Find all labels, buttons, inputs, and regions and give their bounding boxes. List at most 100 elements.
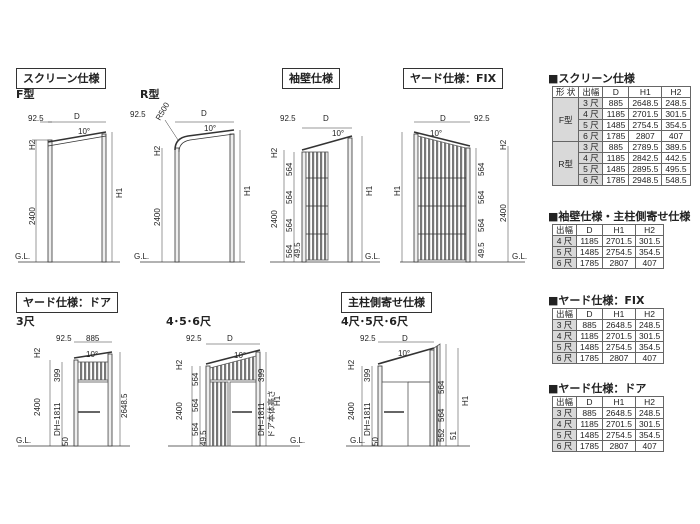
size-cell: 4 尺	[578, 152, 604, 164]
table-cell: 407	[661, 130, 691, 142]
sode-dim-d: D	[323, 114, 329, 123]
r-dim-gl: G.L.	[134, 252, 149, 261]
fix-dim-925: 92.5	[474, 114, 490, 123]
fix-dim-gl: G.L.	[512, 252, 527, 261]
shuchu-dim-51: 51	[449, 431, 458, 440]
sub-label-456: 4･5･6尺	[166, 315, 211, 328]
shuchu-dim-2400: 2400	[347, 402, 356, 420]
th-h2: H2	[634, 224, 665, 236]
sode-dim-495: 49.5	[293, 242, 302, 258]
section-label-screen: スクリーン仕様	[16, 68, 107, 89]
shuchu-dim-552: 552	[437, 428, 446, 442]
fix-dim-495: 49.5	[477, 242, 486, 258]
th-h2: H2	[661, 86, 691, 98]
door3-dim-2400: 2400	[33, 398, 42, 416]
section-label-yard-fix: ヤード仕様：FIX	[403, 68, 504, 89]
elevation-drawings: 92.5 D 10° H2 2400 H1 G.L. 92.5 R500 D 1…	[15, 100, 527, 447]
table-cell: 885	[576, 407, 603, 419]
table-row: F型 3 尺 885 2648.5 248.5	[551, 97, 691, 142]
door456-dim-d: D	[227, 334, 233, 343]
door456-dim-dh: DH=1811	[257, 402, 266, 436]
diagram-door-456	[168, 343, 300, 447]
table-cell: 2895.5	[628, 163, 663, 175]
table-cell: 1785	[576, 352, 603, 364]
size-cell: 6 尺	[578, 130, 604, 142]
table-cell: 2789.5	[628, 141, 663, 153]
sub-label-f: F型	[16, 88, 35, 101]
th-h2: H2	[634, 308, 665, 320]
table-row: 4 尺 1185 2701.5 301.5	[551, 235, 665, 247]
table-cell: 2842.5	[628, 152, 663, 164]
table-title-sode: ■袖壁仕様・主柱側寄せ仕様	[548, 210, 691, 223]
r-dim-h1: H1	[243, 185, 252, 196]
th-h1: H1	[601, 396, 636, 408]
size-cell: 3 尺	[551, 407, 578, 419]
table-cell: 301.5	[634, 418, 665, 430]
type-cell: F型	[551, 97, 580, 142]
table-cell: 248.5	[661, 97, 691, 109]
table-cell: 407	[634, 257, 665, 269]
diagram-door-3shaku	[18, 341, 130, 447]
size-cell: 5 尺	[578, 119, 604, 131]
th-d: D	[576, 308, 603, 320]
sode-dim-564a: 564	[285, 162, 294, 176]
table-cell: 495.5	[661, 163, 691, 175]
table-cell: 1185	[602, 152, 630, 164]
door3-dim-angle: 10°	[86, 350, 98, 359]
door456-dim-h2: H2	[175, 359, 184, 370]
r-dim-925: 92.5	[130, 110, 146, 119]
table-row: 6 尺 1785 2807 407	[553, 130, 691, 142]
table-cell: 1485	[576, 246, 603, 258]
table-cell: 2948.5	[628, 174, 663, 186]
size-cell: 5 尺	[551, 341, 578, 353]
table-cell: 2754.5	[601, 429, 636, 441]
table-row: 5 尺 1485 2895.5 495.5	[553, 163, 691, 175]
door456-dim-925: 92.5	[186, 334, 202, 343]
door3-dim-885: 885	[86, 334, 100, 343]
th-shape: 形 状	[551, 86, 580, 98]
sode-dim-h1: H1	[365, 185, 374, 196]
table-cell: 1785	[602, 174, 630, 186]
size-cell: 6 尺	[578, 174, 604, 186]
r-dim-d: D	[201, 109, 207, 118]
r-dim-angle: 10°	[204, 124, 216, 133]
size-cell: 6 尺	[551, 352, 578, 364]
type-cell: R型	[551, 141, 580, 186]
sode-dim-564b: 564	[285, 190, 294, 204]
shuchu-dim-h1: H1	[461, 395, 470, 406]
door456-dim-2400: 2400	[175, 402, 184, 420]
sode-dim-gl: G.L.	[365, 252, 380, 261]
table-cell: 2648.5	[628, 97, 663, 109]
table-cell: 1785	[602, 130, 630, 142]
section-label-yard-door: ヤード仕様：ドア	[16, 292, 118, 313]
door456-dim-angle: 10°	[234, 351, 246, 360]
fix-dim-564a: 564	[477, 162, 486, 176]
table-cell: 301.5	[634, 235, 665, 247]
table-cell: 2754.5	[628, 119, 663, 131]
fix-dim-angle: 10°	[430, 129, 442, 138]
fix-dim-2400: 2400	[499, 204, 508, 222]
size-cell: 3 尺	[551, 319, 578, 331]
size-cell: 6 尺	[551, 257, 578, 269]
th-d: D	[576, 396, 603, 408]
table-cell: 301.5	[661, 108, 691, 120]
table-cell: 1485	[576, 341, 603, 353]
r-dim-2400: 2400	[153, 208, 162, 226]
door3-dim-26485: 2648.5	[120, 393, 129, 418]
table-cell: 2701.5	[601, 330, 636, 342]
size-cell: 4 尺	[551, 235, 578, 247]
section-label-sode: 袖壁仕様	[282, 68, 340, 89]
table-cell: 885	[576, 319, 603, 331]
table-cell: 1185	[602, 108, 630, 120]
sode-dim-564d: 564	[285, 244, 294, 258]
door456-dim-gl: G.L.	[290, 436, 305, 445]
size-cell: 5 尺	[551, 246, 578, 258]
table-cell: 548.5	[661, 174, 691, 186]
table-row: 6 尺 1785 2948.5 548.5	[553, 174, 691, 186]
fix-dim-d: D	[440, 114, 446, 123]
diagram-shuchu	[346, 341, 470, 447]
table-cell: 1185	[576, 418, 603, 430]
door456-dim-399: 399	[257, 368, 266, 382]
table-row: 4 尺 1185 2701.5 301.5	[553, 108, 691, 120]
fix-dim-564b: 564	[477, 190, 486, 204]
